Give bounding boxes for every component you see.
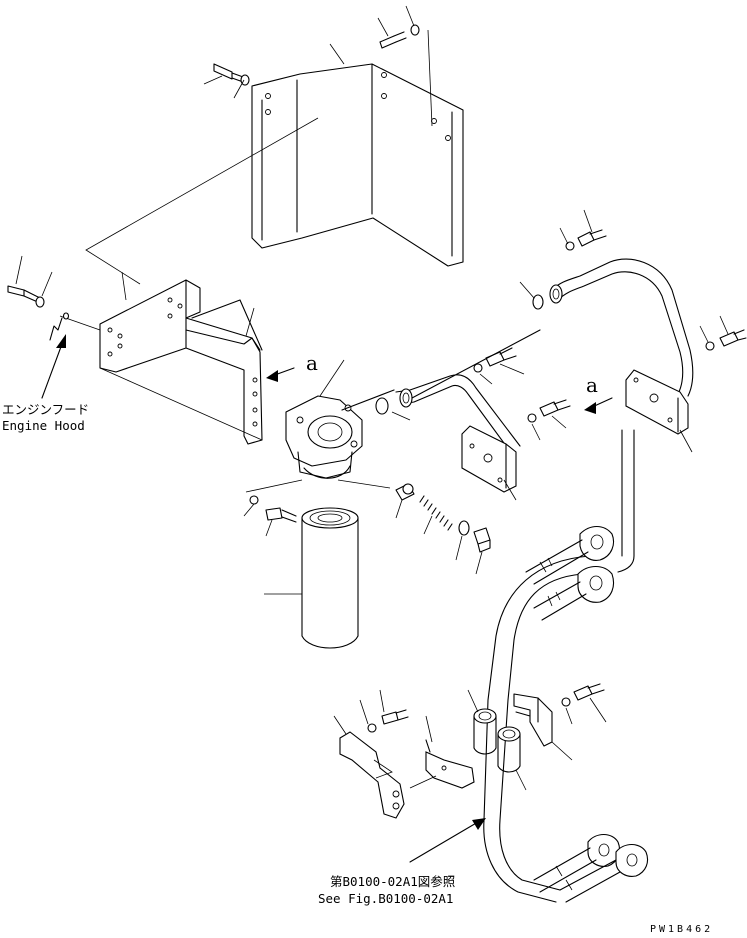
leader-line [515, 769, 527, 791]
view-arrow-right [584, 397, 613, 414]
reference-arrow [409, 818, 486, 863]
leader-line [99, 367, 263, 441]
bolt-lower-right [561, 683, 607, 725]
leader-line [391, 411, 411, 421]
leader-line [245, 479, 303, 493]
engine-hood-label-en: Engine Hood [2, 418, 85, 433]
top-bolt-left [203, 63, 250, 99]
leader-line [679, 429, 693, 453]
lower-hose-fittings [533, 833, 649, 903]
filter-head [285, 395, 363, 479]
view-marker-left: a [306, 351, 318, 375]
bolt-lower-left [359, 689, 409, 779]
lower-bracket-left [333, 715, 405, 819]
filter-mount-bracket [99, 279, 263, 445]
bolt-upper-right-1 [559, 209, 607, 251]
flange-plate-center [461, 425, 517, 493]
leader-line [85, 117, 319, 285]
flange-plate-right [625, 369, 689, 435]
relief-valve-parts [395, 483, 491, 575]
leader-line [121, 271, 127, 301]
leader-line [519, 281, 535, 299]
lower-bracket-middle [409, 715, 475, 789]
bolt-mid-2 [527, 399, 571, 441]
view-arrow-left [266, 367, 295, 382]
clamp-bracket-right [513, 693, 553, 747]
view-marker-right: a [586, 373, 598, 397]
reference-label-jp: 第B0100-02A1図参照 [330, 874, 455, 889]
filter-element [301, 507, 359, 649]
pipe-clamp-1 [473, 708, 497, 755]
leader-line [245, 307, 255, 337]
filter-bolt [243, 495, 297, 537]
leader-line [551, 741, 573, 761]
hood-clip [49, 312, 70, 341]
hood-bracket-plate [251, 63, 464, 267]
reference-label-en: See Fig.B0100-02A1 [318, 891, 453, 906]
engine-hood-label-jp: エンジンフード [2, 402, 89, 417]
leader-line [319, 359, 345, 397]
leader-line [329, 43, 345, 65]
upper-hose-pipe [341, 258, 694, 455]
upper-hose-fittings [525, 525, 615, 621]
pipe-clamp-2 [497, 726, 521, 773]
bolt-mid-1 [473, 347, 525, 385]
bolt-right-edge [699, 315, 747, 351]
drawing-code: PW1B462 [650, 924, 713, 935]
top-bolt-right [377, 5, 433, 127]
left-bolt [7, 255, 53, 308]
leader-line [503, 479, 517, 501]
leader-line [337, 479, 391, 489]
lower-return-pipe [483, 429, 635, 903]
leader-line [467, 689, 479, 713]
engine-hood-arrow [41, 334, 66, 399]
